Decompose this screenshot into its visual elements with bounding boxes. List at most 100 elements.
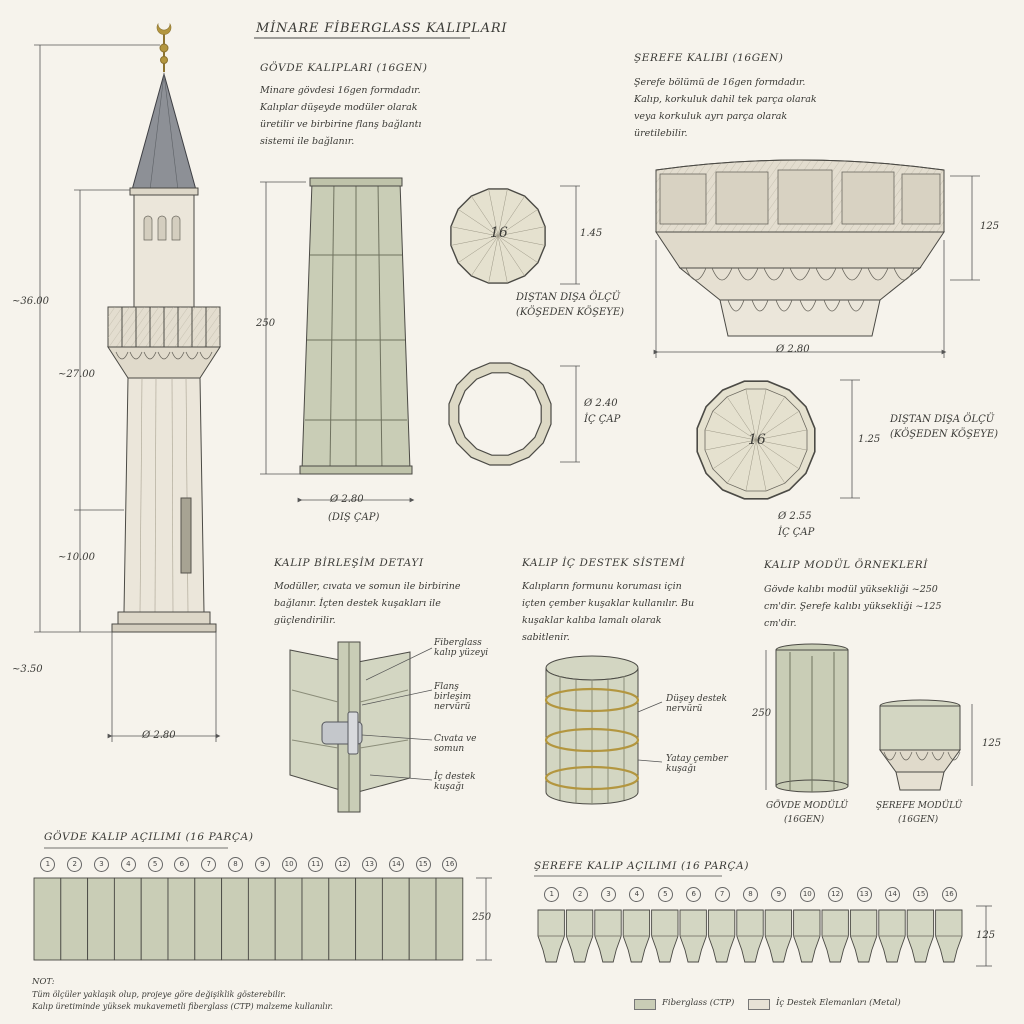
govde-acilim-height: 250: [472, 912, 492, 923]
page-title: MİNARE FİBERGLASS KALIPLARI: [256, 21, 508, 36]
govde-panel: [328, 877, 357, 961]
serefe-inner-label: İÇ ÇAP: [778, 527, 815, 538]
plan-spoke: [457, 209, 499, 237]
serefe-panel-number: 10: [799, 887, 815, 902]
serefe-panel-number: 16: [941, 887, 957, 902]
serefe-panel-number: 8: [743, 887, 758, 902]
govde-panel: [274, 877, 303, 961]
plan-spoke: [497, 235, 525, 277]
plan-spoke: [497, 226, 546, 237]
serefe-heading: ŞEREFE KALIBI (16GEN): [634, 52, 784, 64]
legend-label-fiberglass: Fiberglass (CTP): [662, 998, 735, 1008]
destek-cage: [544, 655, 663, 805]
plan-spoke: [457, 235, 499, 263]
birlesim-label-bolt: Cıvata ve somun: [434, 734, 477, 754]
modul-serefe-caption-2: (16GEN): [898, 815, 939, 825]
govde-panel-number: 14: [388, 857, 404, 872]
govde-panel: [167, 877, 196, 961]
plan-spoke: [755, 388, 767, 441]
minaret-total-height: ~36.00: [12, 296, 50, 307]
govde-outer-diameter: Ø 2.80: [330, 494, 364, 505]
plan-spoke: [497, 235, 539, 263]
serefe-acilim-heading: ŞEREFE KALIP AÇILIMI (16 PARÇA): [534, 860, 750, 872]
plan-spoke: [726, 396, 757, 441]
birlesim-label-flange: Flanş birleşim nervürü: [434, 682, 472, 712]
minaret-door-height: ~10.00: [58, 552, 96, 563]
plan-spoke: [497, 235, 546, 246]
govde-module-height: 250: [256, 318, 276, 329]
govde-plan-number: 16: [490, 225, 508, 241]
govde-panel: [408, 877, 437, 961]
plan-spoke: [497, 209, 539, 237]
note-line-1: Tüm ölçüler yaklaşık olup, projeye göre …: [32, 990, 286, 999]
serefe-acilim-height: 125: [976, 930, 996, 941]
govde-panel: [381, 877, 410, 961]
govde-panel: [355, 877, 383, 961]
govde-panel: [435, 877, 464, 961]
plan-spoke: [704, 439, 757, 451]
legend-label-metal: İç Destek Elemanları (Metal): [776, 998, 901, 1008]
minaret-dimensions: [34, 44, 221, 742]
plan-spoke: [755, 439, 786, 484]
serefe-panel-number: 2: [572, 887, 588, 902]
serefe-panel-number: 9: [771, 887, 787, 902]
modul-serefe-sample: [879, 699, 961, 791]
modul-govde-caption: GÖVDE MODÜLÜ: [766, 801, 849, 811]
birlesim-heading: KALIP BİRLEŞİM DETAYI: [274, 557, 424, 569]
birlesim-description: Modüller, cıvata ve somun ile birbirine …: [274, 581, 461, 626]
govde-panel-number: 13: [362, 857, 377, 872]
plan-spoke: [755, 410, 800, 441]
govde-panel-number: 15: [415, 857, 431, 872]
serefe-panel-number: 3: [601, 887, 616, 902]
govde-plan-dim: 1.45: [580, 228, 603, 239]
govde-plan-caption: DIŞTAN DIŞA ÖLÇÜ: [516, 292, 621, 303]
modul-govde-sample: [775, 643, 849, 793]
govde-panel: [87, 877, 115, 961]
plan-spoke: [488, 235, 499, 284]
govde-panel: [113, 877, 142, 961]
govde-inner-label: İÇ ÇAP: [584, 414, 621, 425]
govde-plan-caption-2: (KÖŞEDEN KÖŞEYE): [516, 307, 625, 318]
plan-spoke: [497, 235, 508, 284]
govde-panel: [33, 877, 62, 961]
plan-spoke: [471, 235, 499, 277]
plan-spoke: [726, 439, 757, 484]
govde-panel: [221, 877, 249, 961]
birlesim-label-band: İç destek kuşağı: [434, 772, 476, 792]
govde-module-dimensions: [260, 181, 415, 503]
serefe-panel-number: 1: [544, 887, 560, 902]
plan-spoke: [450, 226, 499, 237]
plan-spoke: [755, 439, 767, 492]
modul-serefe-caption: ŞEREFE MODÜLÜ: [876, 801, 963, 811]
govde-panel-number: 5: [147, 857, 163, 872]
govde-acilim-heading: GÖVDE KALIP AÇILIMI (16 PARÇA): [44, 831, 254, 843]
modul-govde-caption-2: (16GEN): [784, 815, 825, 825]
govde-panel-number: 1: [40, 857, 56, 872]
plan-spoke: [712, 410, 757, 441]
govde-panel-number: 7: [201, 857, 217, 872]
govde-outer-note: (DIŞ ÇAP): [328, 512, 380, 523]
plan-spoke: [745, 439, 757, 492]
govde-panel: [247, 877, 276, 961]
minaret-diameter: Ø 2.80: [142, 730, 176, 741]
govde-description: Minare gövdesi 16gen formdadır. Kalıplar…: [260, 85, 422, 147]
govde-panel-number: 16: [442, 857, 458, 872]
serefe-description: Şerefe bölümü de 16gen formdadır. Kalıp,…: [634, 77, 817, 139]
minaret-elevation: [107, 22, 221, 633]
plan-spoke: [704, 429, 757, 441]
modul-heading: KALIP MODÜL ÖRNEKLERİ: [764, 559, 928, 571]
serefe-plan-dim: 1.25: [858, 434, 881, 445]
plan-spoke: [755, 439, 808, 451]
serefe-panel-number: 15: [913, 887, 929, 902]
minaret-serefe-height: ~27.00: [58, 369, 96, 380]
serefe-elevation: [655, 159, 945, 337]
govde-panel-number: 3: [94, 857, 109, 872]
govde-acilim-strip: [33, 877, 464, 961]
govde-panel-number: 8: [228, 857, 243, 872]
destek-description: Kalıpların formunu koruması için içten ç…: [522, 581, 695, 643]
plan-spoke: [755, 429, 808, 441]
serefe-dimensions: [653, 175, 980, 358]
govde-panel: [140, 877, 169, 961]
govde-panel: [194, 877, 223, 961]
